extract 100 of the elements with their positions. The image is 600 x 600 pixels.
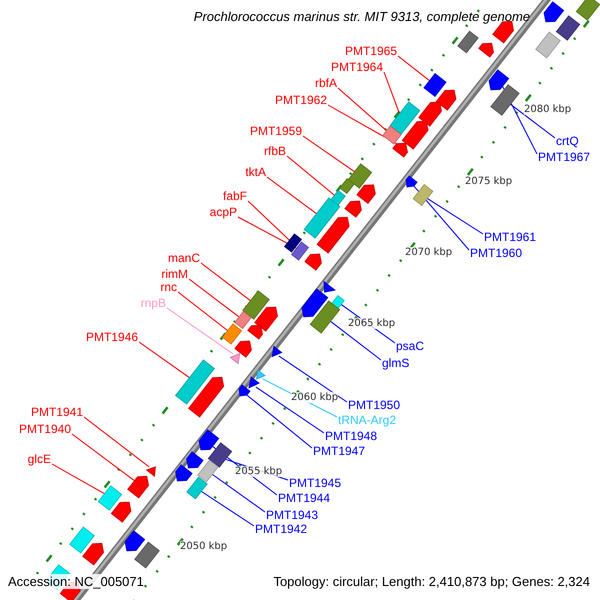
gene-label: PMT1944	[278, 491, 330, 505]
gene-label: PMT1946	[86, 330, 138, 344]
leader-line	[178, 292, 228, 332]
gene-label: PMT1943	[266, 508, 318, 522]
scale-label: 2075 kbp	[465, 176, 512, 187]
gene-label: glcE	[28, 452, 51, 466]
gene-feature	[412, 184, 434, 206]
gene-label: rnc	[160, 280, 177, 294]
gene-feature	[197, 460, 219, 482]
gene-feature	[127, 476, 150, 499]
gene-feature	[382, 125, 402, 145]
leader-line	[200, 490, 254, 526]
gene-feature	[556, 15, 580, 41]
gene-feature	[423, 73, 447, 97]
leader-line	[84, 416, 150, 468]
gene-feature	[110, 502, 132, 523]
leader-line	[510, 104, 556, 138]
gene-feature	[284, 233, 302, 253]
gene-feature	[234, 340, 252, 358]
gene-feature	[436, 90, 456, 111]
gene-label: glmS	[382, 356, 410, 370]
gene-feature	[330, 190, 346, 206]
gene-label: PMT1947	[313, 444, 366, 458]
gene-label: PMT1967	[538, 150, 590, 164]
gene-label: crtQ	[556, 134, 579, 148]
gene-feature	[344, 200, 362, 218]
gene-feature	[316, 216, 350, 254]
scale-label: 2050 kbp	[180, 541, 228, 552]
gene-label: PMT1962	[274, 93, 327, 107]
leader-line	[166, 308, 234, 354]
gene-feature	[175, 464, 193, 482]
leader-line	[330, 320, 382, 360]
gene-feature	[238, 384, 251, 396]
gene-feature	[348, 163, 372, 189]
gene-label: rbfA	[314, 76, 337, 90]
leader-line	[138, 342, 190, 378]
leader-line	[278, 356, 348, 402]
leader-line	[72, 434, 135, 482]
gene-feature	[175, 359, 215, 405]
leader-line	[398, 56, 430, 82]
gene-feature	[457, 30, 479, 54]
gene-feature	[302, 288, 328, 318]
scale-label: 2065 kbp	[348, 318, 396, 329]
leader-line	[286, 156, 335, 196]
leader-line	[188, 278, 240, 318]
gene-label: rimM	[161, 267, 188, 281]
gene-feature	[188, 376, 224, 418]
gene-label: PMT1959	[250, 124, 302, 138]
gene-feature	[310, 300, 340, 334]
gene-feature	[208, 442, 232, 468]
gene-feature	[490, 84, 520, 116]
gene-feature	[186, 476, 208, 500]
leader-line	[302, 136, 355, 172]
leader-line	[212, 474, 266, 512]
leader-line	[413, 186, 470, 250]
gene-feature	[339, 178, 355, 194]
gene-feature	[222, 323, 242, 345]
leader-line	[246, 394, 312, 448]
leader-line	[338, 88, 387, 132]
gene-feature	[392, 142, 408, 158]
leader-line	[426, 198, 484, 234]
scale-label: 2060 kbp	[291, 392, 338, 403]
gene-feature	[331, 295, 345, 309]
gene-feature	[390, 101, 420, 135]
gene-feature	[402, 120, 428, 150]
gene-feature	[248, 376, 260, 389]
gene-feature	[488, 69, 510, 90]
gene-feature	[198, 429, 220, 450]
gene-label: tRNA-Arg2	[338, 413, 396, 427]
gene-label: PMT1942	[255, 522, 308, 536]
leader-line	[266, 176, 317, 214]
gene-feature	[242, 290, 270, 320]
gene-feature	[418, 102, 442, 127]
gene-feature	[272, 346, 282, 358]
gene-label: PMT1950	[348, 398, 400, 412]
gene-feature	[98, 485, 122, 511]
leader-line	[200, 262, 251, 302]
gene-feature	[478, 42, 494, 58]
scale-label: 2070 kbp	[405, 247, 452, 258]
gene-feature	[324, 280, 336, 293]
accession-text: Accession: NC_005071	[8, 574, 144, 589]
gene-feature	[186, 451, 204, 468]
leader-line	[328, 104, 397, 144]
gene-feature	[535, 31, 561, 59]
gene-label: psaC	[396, 339, 424, 353]
scale-label: 2080 kbp	[524, 104, 572, 115]
gene-label: fabF	[222, 189, 247, 203]
leader-line	[384, 72, 400, 114]
gene-feature	[230, 352, 240, 364]
gene-label: PMT1941	[30, 405, 83, 419]
gene-feature	[247, 324, 263, 340]
genome-info-text: Topology: circular; Length: 2,410,873 bp; Genes: 2,324	[273, 574, 590, 589]
gene-feature	[290, 241, 310, 261]
gene-label: PMT1964	[330, 60, 383, 74]
gene-label: PMT1965	[344, 44, 397, 58]
gene-label: PMT1961	[484, 230, 536, 244]
leader-line	[255, 386, 324, 434]
gene-feature	[576, 0, 600, 21]
gene-label: acpP	[210, 205, 237, 219]
gene-label: PMT1940	[18, 422, 71, 436]
